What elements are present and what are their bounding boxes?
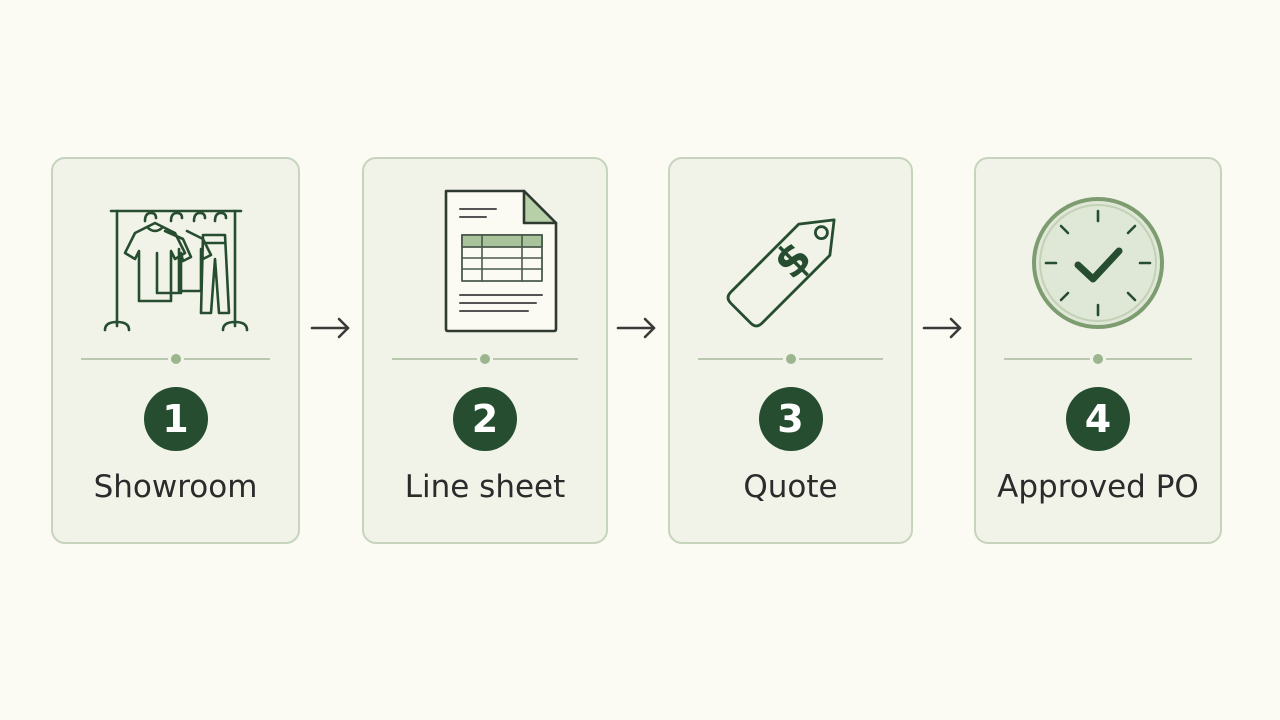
spreadsheet-document-icon xyxy=(400,183,570,343)
arrow-right-icon xyxy=(920,313,966,343)
arrow-right-icon xyxy=(308,313,354,343)
price-tag-icon: $ xyxy=(706,183,876,343)
step-card-line-sheet: 2 Line sheet xyxy=(362,157,608,544)
arrow-right-icon xyxy=(614,313,660,343)
step-number-badge: 4 xyxy=(1066,387,1130,451)
card-divider xyxy=(392,354,578,364)
step-label: Line sheet xyxy=(404,469,566,505)
card-divider xyxy=(81,354,270,364)
step-card-showroom: 1 Showroom xyxy=(51,157,300,544)
clothing-rack-icon xyxy=(91,183,261,343)
step-label: Approved PO xyxy=(997,469,1199,505)
step-number-badge: 3 xyxy=(758,387,823,451)
step-card-approved-po: 4 Approved PO xyxy=(974,157,1222,544)
step-label: Showroom xyxy=(93,469,258,505)
card-divider xyxy=(1004,354,1192,364)
step-number-badge: 1 xyxy=(143,387,208,451)
step-label: Quote xyxy=(743,469,838,505)
clock-check-icon xyxy=(1013,183,1183,343)
card-divider xyxy=(698,354,883,364)
step-card-quote: $ 3 Quote xyxy=(668,157,913,544)
step-number-badge: 2 xyxy=(453,387,517,451)
